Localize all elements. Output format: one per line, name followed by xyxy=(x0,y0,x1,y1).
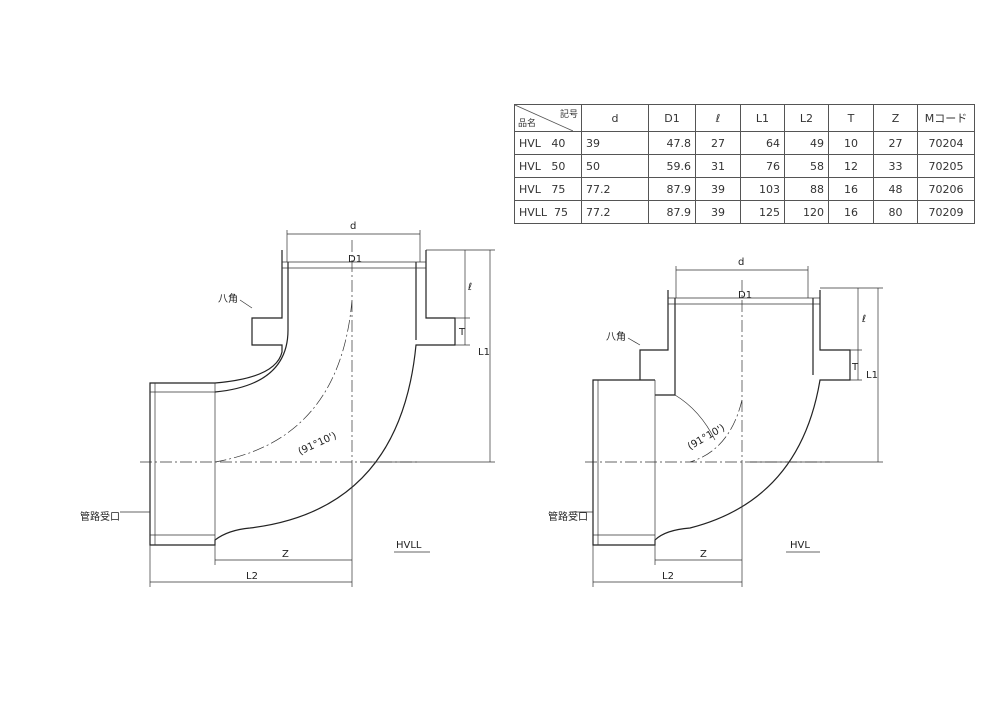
hvll-hex-label: 八角 xyxy=(218,293,238,305)
table-cell: 47.8 xyxy=(648,131,696,155)
row-name: HVL 50 xyxy=(514,154,582,178)
col-header: T xyxy=(828,104,874,132)
row-name: HVLL 75 xyxy=(514,200,582,224)
table-cell: 16 xyxy=(828,177,874,201)
table-cell: 50 xyxy=(581,154,649,178)
col-header: L2 xyxy=(784,104,829,132)
hvl-dim-l: ℓ xyxy=(862,314,866,325)
table-cell: 27 xyxy=(695,131,741,155)
table-cell: 39 xyxy=(695,177,741,201)
hvll-angle: (91°10') xyxy=(297,430,339,457)
table-cell: 16 xyxy=(828,200,874,224)
table-cell: 70204 xyxy=(917,131,975,155)
hvl-drawing: d D1 ℓ T L1 Z L2 (91°10') 八角 管路受口 HVL xyxy=(548,257,883,587)
hvl-dim-Z: Z xyxy=(700,549,707,560)
hvll-dim-Z: Z xyxy=(282,549,289,560)
hvl-title: HVL xyxy=(790,540,810,551)
col-header: Mコード xyxy=(917,104,975,132)
table-cell: 77.2 xyxy=(581,177,649,201)
table-cell: 87.9 xyxy=(648,200,696,224)
table-cell: 39 xyxy=(581,131,649,155)
hvl-dim-D1: D1 xyxy=(738,290,752,301)
table-cell: 48 xyxy=(873,177,918,201)
col-header: ℓ xyxy=(695,104,741,132)
table-cell: 120 xyxy=(784,200,829,224)
table-cell: 33 xyxy=(873,154,918,178)
header-corner: 記号 品名 xyxy=(514,104,582,132)
table-cell: 31 xyxy=(695,154,741,178)
table-cell: 70205 xyxy=(917,154,975,178)
hvll-drawing: d D1 ℓ T L1 Z L2 (91°10') 八角 管路受口 HVLL xyxy=(80,221,495,587)
table-cell: 10 xyxy=(828,131,874,155)
table-cell: 70209 xyxy=(917,200,975,224)
table-cell: 70206 xyxy=(917,177,975,201)
col-header: D1 xyxy=(648,104,696,132)
hvll-dim-l: ℓ xyxy=(468,282,472,293)
table-cell: 88 xyxy=(784,177,829,201)
hvll-outline xyxy=(149,250,456,546)
name-label: 品名 xyxy=(518,119,537,129)
hvl-socket-label: 管路受口 xyxy=(548,510,588,523)
table-cell: 59.6 xyxy=(648,154,696,178)
hvll-dim-d: d xyxy=(350,221,356,232)
table-cell: 39 xyxy=(695,200,741,224)
hvl-dim-L1: L1 xyxy=(866,370,878,381)
table-cell: 80 xyxy=(873,200,918,224)
table-cell: 103 xyxy=(740,177,785,201)
table-cell: 76 xyxy=(740,154,785,178)
table-cell: 27 xyxy=(873,131,918,155)
table-cell: 64 xyxy=(740,131,785,155)
hvll-bore xyxy=(214,262,417,393)
hvl-bore xyxy=(655,298,814,396)
hvl-dim-T: T xyxy=(851,362,859,373)
hvll-socket-label: 管路受口 xyxy=(80,510,120,523)
col-header: L1 xyxy=(740,104,785,132)
hvll-dim-D1: D1 xyxy=(348,254,362,265)
hvl-dim-d: d xyxy=(738,257,744,268)
row-name: HVL 40 xyxy=(514,131,582,155)
hvll-dim-L2: L2 xyxy=(246,571,258,582)
hvll-title: HVLL xyxy=(396,540,422,551)
table-cell: 77.2 xyxy=(581,200,649,224)
hvl-hex-label: 八角 xyxy=(606,331,626,343)
table-cell: 125 xyxy=(740,200,785,224)
hvll-dim-T: T xyxy=(458,327,466,338)
table-cell: 12 xyxy=(828,154,874,178)
hvl-outline xyxy=(592,290,851,546)
symbol-label: 記号 xyxy=(559,110,578,120)
row-name: HVL 75 xyxy=(514,177,582,201)
hvl-angle: (91°10') xyxy=(686,423,727,453)
table-cell: 58 xyxy=(784,154,829,178)
table-cell: 87.9 xyxy=(648,177,696,201)
col-header: Z xyxy=(873,104,918,132)
hvll-dim-L1: L1 xyxy=(478,347,490,358)
table-header-row: 記号 品名 d D1 ℓ L1 L2 T Z Mコード xyxy=(514,104,975,132)
col-header: d xyxy=(581,104,649,132)
hvl-dim-L2: L2 xyxy=(662,571,674,582)
table-cell: 49 xyxy=(784,131,829,155)
